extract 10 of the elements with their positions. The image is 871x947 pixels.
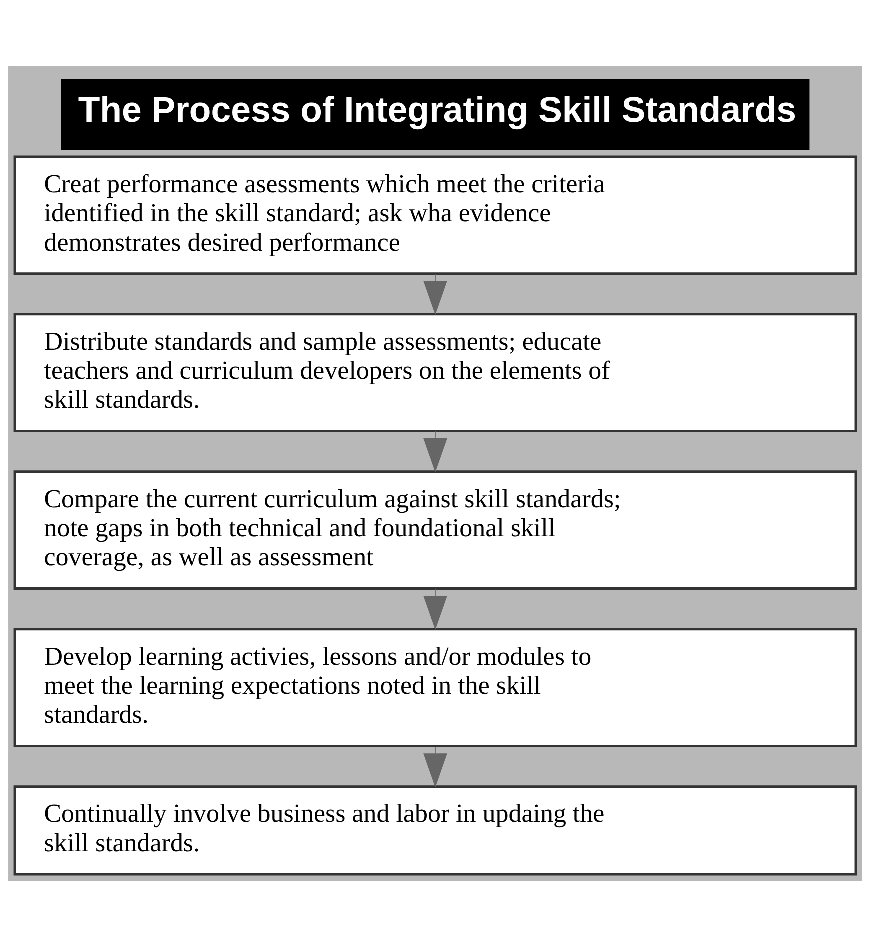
node-box: Creat performance asessments which meet the criteria identified in the skill standard; ask wha evidence demonstrates desired performance — [14, 156, 858, 276]
arrow — [424, 588, 448, 630]
node-box: Compare the current curriculum against skill standards; note gaps in both technical and foundational skill coverage, as well as assessment — [14, 470, 858, 590]
node-box: Distribute standards and sample assessments; educate teachers and curriculum developers on the elements of skill standards. — [14, 313, 858, 432]
arrow — [424, 274, 448, 316]
node-box: Continually involve business and labor in updaing the skill standards. — [14, 786, 858, 876]
node-box: Develop learning activies, lessons and/or modules to meet the learning expectations noted in the skill standards. — [14, 628, 858, 748]
arrow — [424, 746, 448, 788]
diagram-title: The Process of Integrating Skill Standards — [78, 90, 797, 130]
arrow — [424, 431, 448, 473]
